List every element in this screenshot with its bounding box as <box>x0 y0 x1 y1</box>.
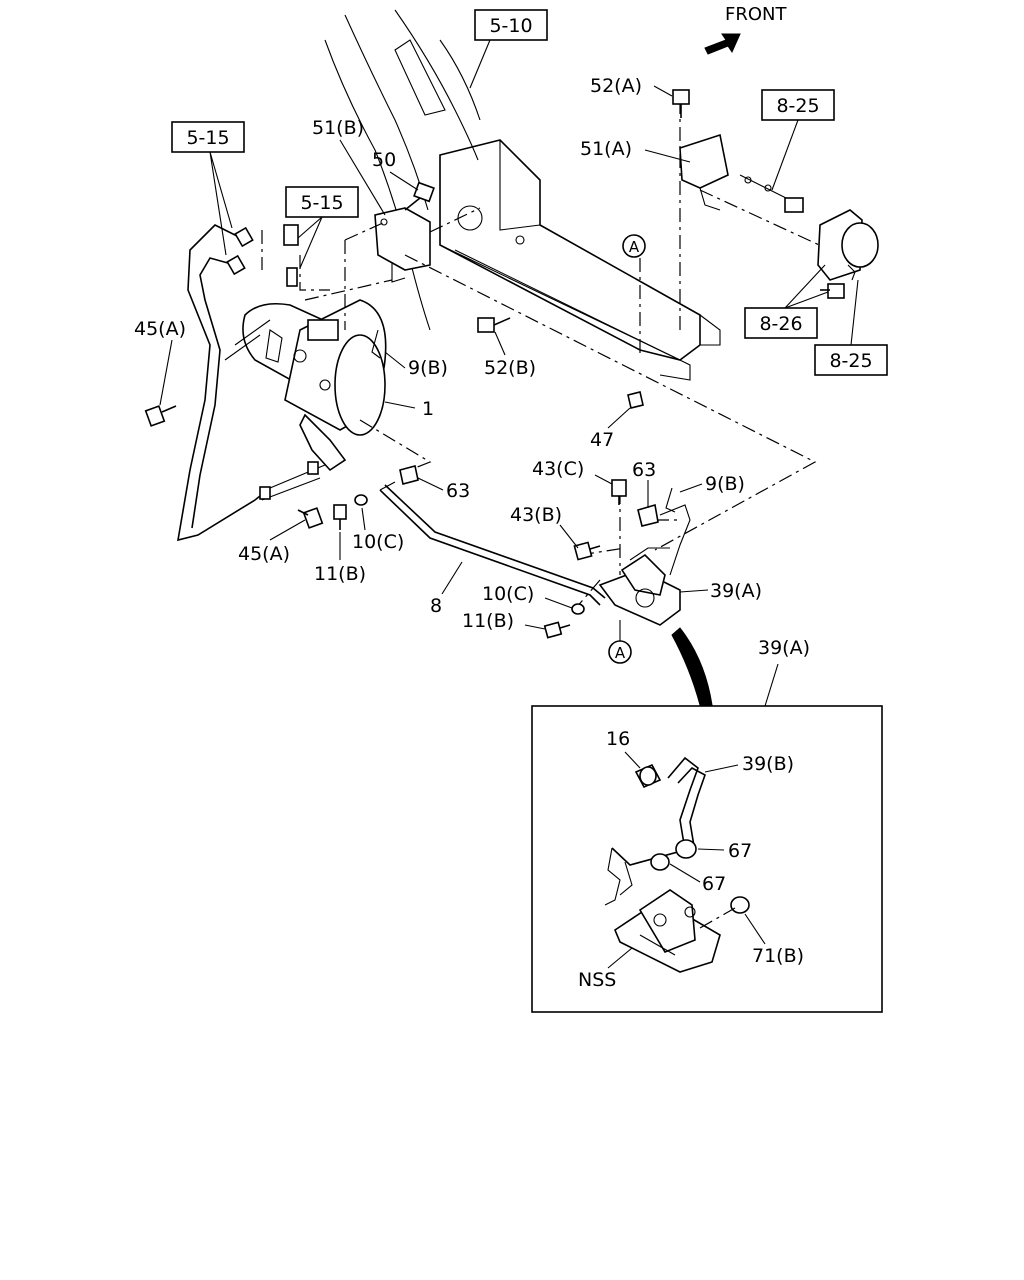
front-arrow <box>704 33 741 55</box>
svg-text:5-15: 5-15 <box>186 127 229 149</box>
svg-text:8-25: 8-25 <box>776 95 819 117</box>
cab-frame-outline <box>324 9 481 331</box>
svg-text:5-15: 5-15 <box>300 192 343 214</box>
hydraulic-pipes <box>177 224 326 542</box>
ref-box-5-15-left[interactable]: 5-15 <box>171 121 245 153</box>
rod-8 <box>379 484 606 606</box>
callout-1: 1 <box>422 398 434 420</box>
circle-mark-a-bottom: A <box>608 640 632 664</box>
detail-callout-71b: 71(B) <box>752 945 804 967</box>
callout-39a: 39(A) <box>710 580 762 602</box>
callouts: 52(A) 51(A) 51(B) 50 45(A) 9(B) 52(B) 1 … <box>134 75 810 707</box>
callout-47: 47 <box>590 429 614 451</box>
callout-10c-left: 10(C) <box>352 531 404 553</box>
ref-box-8-26[interactable]: 8-26 <box>744 307 818 339</box>
ref-box-8-25-bottom[interactable]: 8-25 <box>814 344 888 376</box>
ref-box-5-10[interactable]: 5-10 <box>474 9 548 41</box>
callout-39a-detail: 39(A) <box>758 637 810 659</box>
svg-text:A: A <box>615 644 626 662</box>
callout-8: 8 <box>430 595 442 617</box>
callout-51a: 51(A) <box>580 138 632 160</box>
detail-callout-16: 16 <box>606 728 630 750</box>
svg-text:A: A <box>629 238 640 256</box>
phantom-lines <box>261 100 841 616</box>
detail-callout-39b: 39(B) <box>742 753 794 775</box>
ref-box-8-25-top[interactable]: 8-25 <box>761 89 835 121</box>
lever-bracket-39a <box>598 504 691 626</box>
front-label: FRONT <box>725 4 787 25</box>
pump-motor-assembly <box>242 299 387 472</box>
callout-63-right: 63 <box>632 459 656 481</box>
callout-9b-right: 9(B) <box>705 473 745 495</box>
detail-panel-39a: 16 39(B) 67 67 71(B) NSS <box>531 705 883 1013</box>
solenoid-assembly <box>679 133 879 281</box>
callout-45a-top: 45(A) <box>134 318 186 340</box>
callout-43c: 43(C) <box>532 458 584 480</box>
svg-text:8-25: 8-25 <box>829 350 872 372</box>
ref-box-5-15-right[interactable]: 5-15 <box>285 186 359 218</box>
svg-text:8-26: 8-26 <box>759 313 802 335</box>
detail-callout-67-top: 67 <box>728 840 752 862</box>
callout-52b: 52(B) <box>484 357 536 379</box>
detail-pointer-arrow <box>671 627 713 706</box>
detail-callout-nss: NSS <box>578 969 616 991</box>
bracket-51b <box>374 207 431 283</box>
callout-10c-right: 10(C) <box>482 583 534 605</box>
callout-11b-left: 11(B) <box>314 563 366 585</box>
callout-11b-right: 11(B) <box>462 610 514 632</box>
callout-51b: 51(B) <box>312 117 364 139</box>
svg-text:5-10: 5-10 <box>489 15 532 37</box>
circle-mark-a-top: A <box>622 234 646 258</box>
callout-43b: 43(B) <box>510 504 562 526</box>
callout-45a-bottom: 45(A) <box>238 543 290 565</box>
callout-50: 50 <box>372 149 396 171</box>
detail-callout-67-bottom: 67 <box>702 873 726 895</box>
callout-63-left: 63 <box>446 480 470 502</box>
callout-9b-left: 9(B) <box>408 357 448 379</box>
callout-52a: 52(A) <box>590 75 642 97</box>
